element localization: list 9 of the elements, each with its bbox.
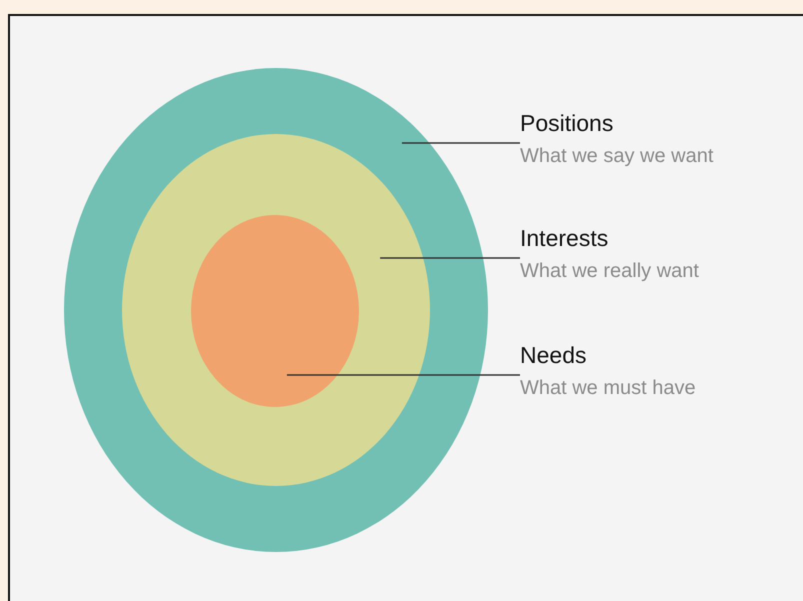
leader-line [286,374,520,376]
label-description: What we say we want [520,144,714,169]
label-heading: Positions [520,109,614,138]
leader-line [380,257,520,259]
label-description: What we must have [520,376,696,401]
leader-line [402,142,520,144]
label-heading: Needs [520,341,588,370]
label-heading: Interests [520,224,610,253]
label-description: What we really want [520,259,699,284]
